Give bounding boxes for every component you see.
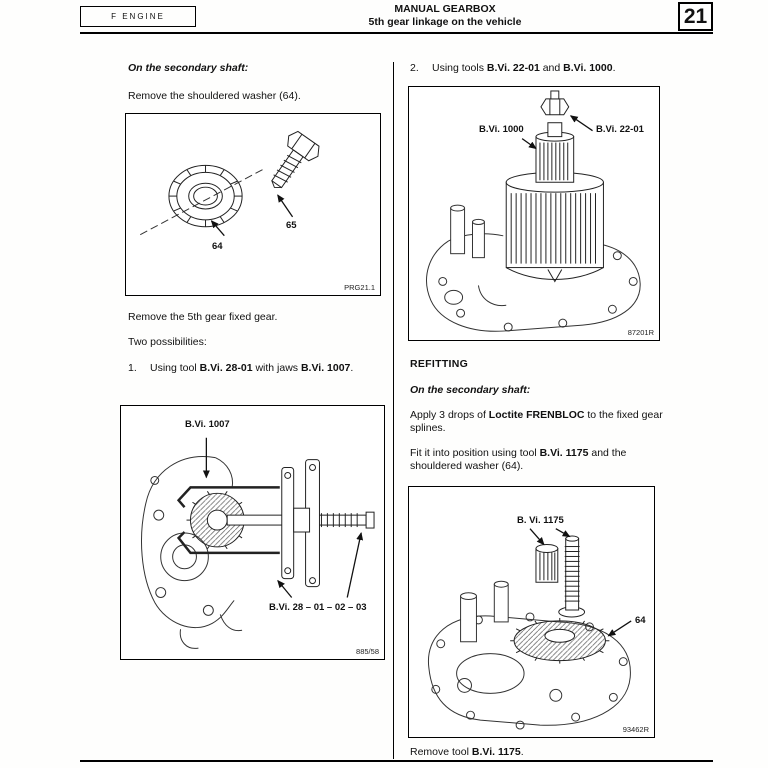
engine-tag-label: F ENGINE — [111, 12, 165, 21]
washer-and-bolt-drawing — [140, 130, 320, 237]
tool-ref: B.Vi. 22-01 — [486, 62, 540, 74]
step-2-number: 2. — [410, 62, 419, 74]
tool-ref: B.Vi. 1007 — [300, 362, 351, 374]
refit-tool-drawing — [427, 528, 632, 730]
tool-ref: B.Vi. 1000 — [563, 62, 613, 74]
step-1-text: Using tool B.Vi. 28-01 with jaws B.Vi. 1… — [150, 362, 353, 374]
two-possibilities-paragraph: Two possibilities: — [128, 336, 207, 348]
tool-ref: B.Vi. 1175 — [539, 447, 589, 459]
callout-tool-1007: B.Vi. 1007 — [185, 419, 230, 430]
remove-gear-paragraph: Remove the 5th gear fixed gear. — [128, 311, 278, 323]
step-2: 2. Using tools B.Vi. 22-01 and B.Vi. 1000… — [410, 62, 666, 75]
figure-ref: 885/58 — [356, 647, 379, 656]
product-ref: Loctite FRENBLOC — [488, 409, 585, 421]
secondary-shaft-heading: On the secondary shaft: — [128, 62, 249, 74]
title-line2: 5th gear linkage on the vehicle — [368, 16, 522, 28]
apply-loctite-paragraph: Apply 3 drops of Loctite FRENBLOC to the… — [410, 409, 666, 435]
text-segment: Using tool — [150, 362, 200, 374]
figure-ref: PRG21.1 — [344, 283, 375, 292]
page-title: MANUAL GEARBOX 5th gear linkage on the v… — [300, 3, 590, 29]
remove-tool-paragraph: Remove tool B.Vi. 1175. — [410, 746, 666, 759]
figure-washer: 64 65 PRG21.1 — [125, 113, 381, 296]
figure-ref: 87201R — [627, 328, 654, 337]
column-divider — [393, 62, 394, 759]
text-segment: Remove tool — [410, 746, 472, 758]
left-column: On the secondary shaft: Remove the shoul… — [120, 62, 388, 660]
text-segment: Using tools — [432, 62, 487, 74]
text-segment: . — [350, 362, 354, 374]
text-segment: and — [539, 62, 564, 74]
fit-paragraph: Fit it into position using tool B.Vi. 11… — [410, 447, 666, 473]
extractor-drawing — [426, 90, 641, 332]
step-1: 1. Using tool B.Vi. 28-01 with jaws B.Vi.… — [128, 362, 388, 375]
tool-ref: B.Vi. 1175 — [471, 746, 521, 758]
title-line1: MANUAL GEARBOX — [394, 3, 496, 15]
tool-ref: B.Vi. 28-01 — [199, 362, 253, 374]
text-segment: and the shouldered washer (64). — [410, 447, 627, 472]
callout-64: 64 — [635, 615, 646, 626]
text-segment: with jaws — [252, 362, 301, 374]
callout-tool-22-01: B.Vi. 22-01 — [596, 124, 644, 135]
remove-washer-paragraph: Remove the shouldered washer (64). — [128, 90, 301, 102]
step-2-text: Using tools B.Vi. 22-01 and B.Vi. 1000. — [432, 62, 616, 74]
figure-extractor: B.Vi. 1000 B.Vi. 22-01 87201R — [408, 86, 660, 341]
engine-tag-box: F ENGINE — [80, 6, 196, 27]
figure-puller: B.Vi. 1007 B.Vi. 28 – 01 – 02 – 03 885/5… — [120, 405, 385, 660]
callout-tool-1175: B. Vi. 1175 — [517, 515, 564, 526]
text-segment: to the fixed gear splines. — [410, 409, 663, 434]
section-number: 21 — [683, 4, 708, 28]
refitting-heading: REFITTING — [410, 358, 469, 370]
section-number-box: 21 — [678, 2, 713, 31]
header-rule — [80, 32, 713, 34]
secondary-shaft-heading: On the secondary shaft: — [410, 384, 531, 396]
right-column: 2. Using tools B.Vi. 22-01 and B.Vi. 1000… — [408, 62, 666, 759]
text-segment: . — [520, 746, 524, 758]
figure-refit: B. Vi. 1175 64 93462R — [408, 486, 655, 738]
figure-ref: 93462R — [622, 725, 649, 734]
step-1-number: 1. — [128, 362, 137, 374]
bottom-rule — [80, 760, 713, 762]
callout-tool-1000: B.Vi. 1000 — [479, 124, 524, 135]
text-segment: . — [612, 62, 616, 74]
callout-65: 65 — [286, 220, 297, 231]
text-segment: Fit it into position using tool — [410, 447, 540, 459]
puller-drawing — [141, 437, 375, 649]
callout-64: 64 — [212, 241, 223, 252]
text-segment: Apply 3 drops of — [410, 409, 489, 421]
callout-jaws-28-01: B.Vi. 28 – 01 – 02 – 03 — [269, 602, 367, 613]
